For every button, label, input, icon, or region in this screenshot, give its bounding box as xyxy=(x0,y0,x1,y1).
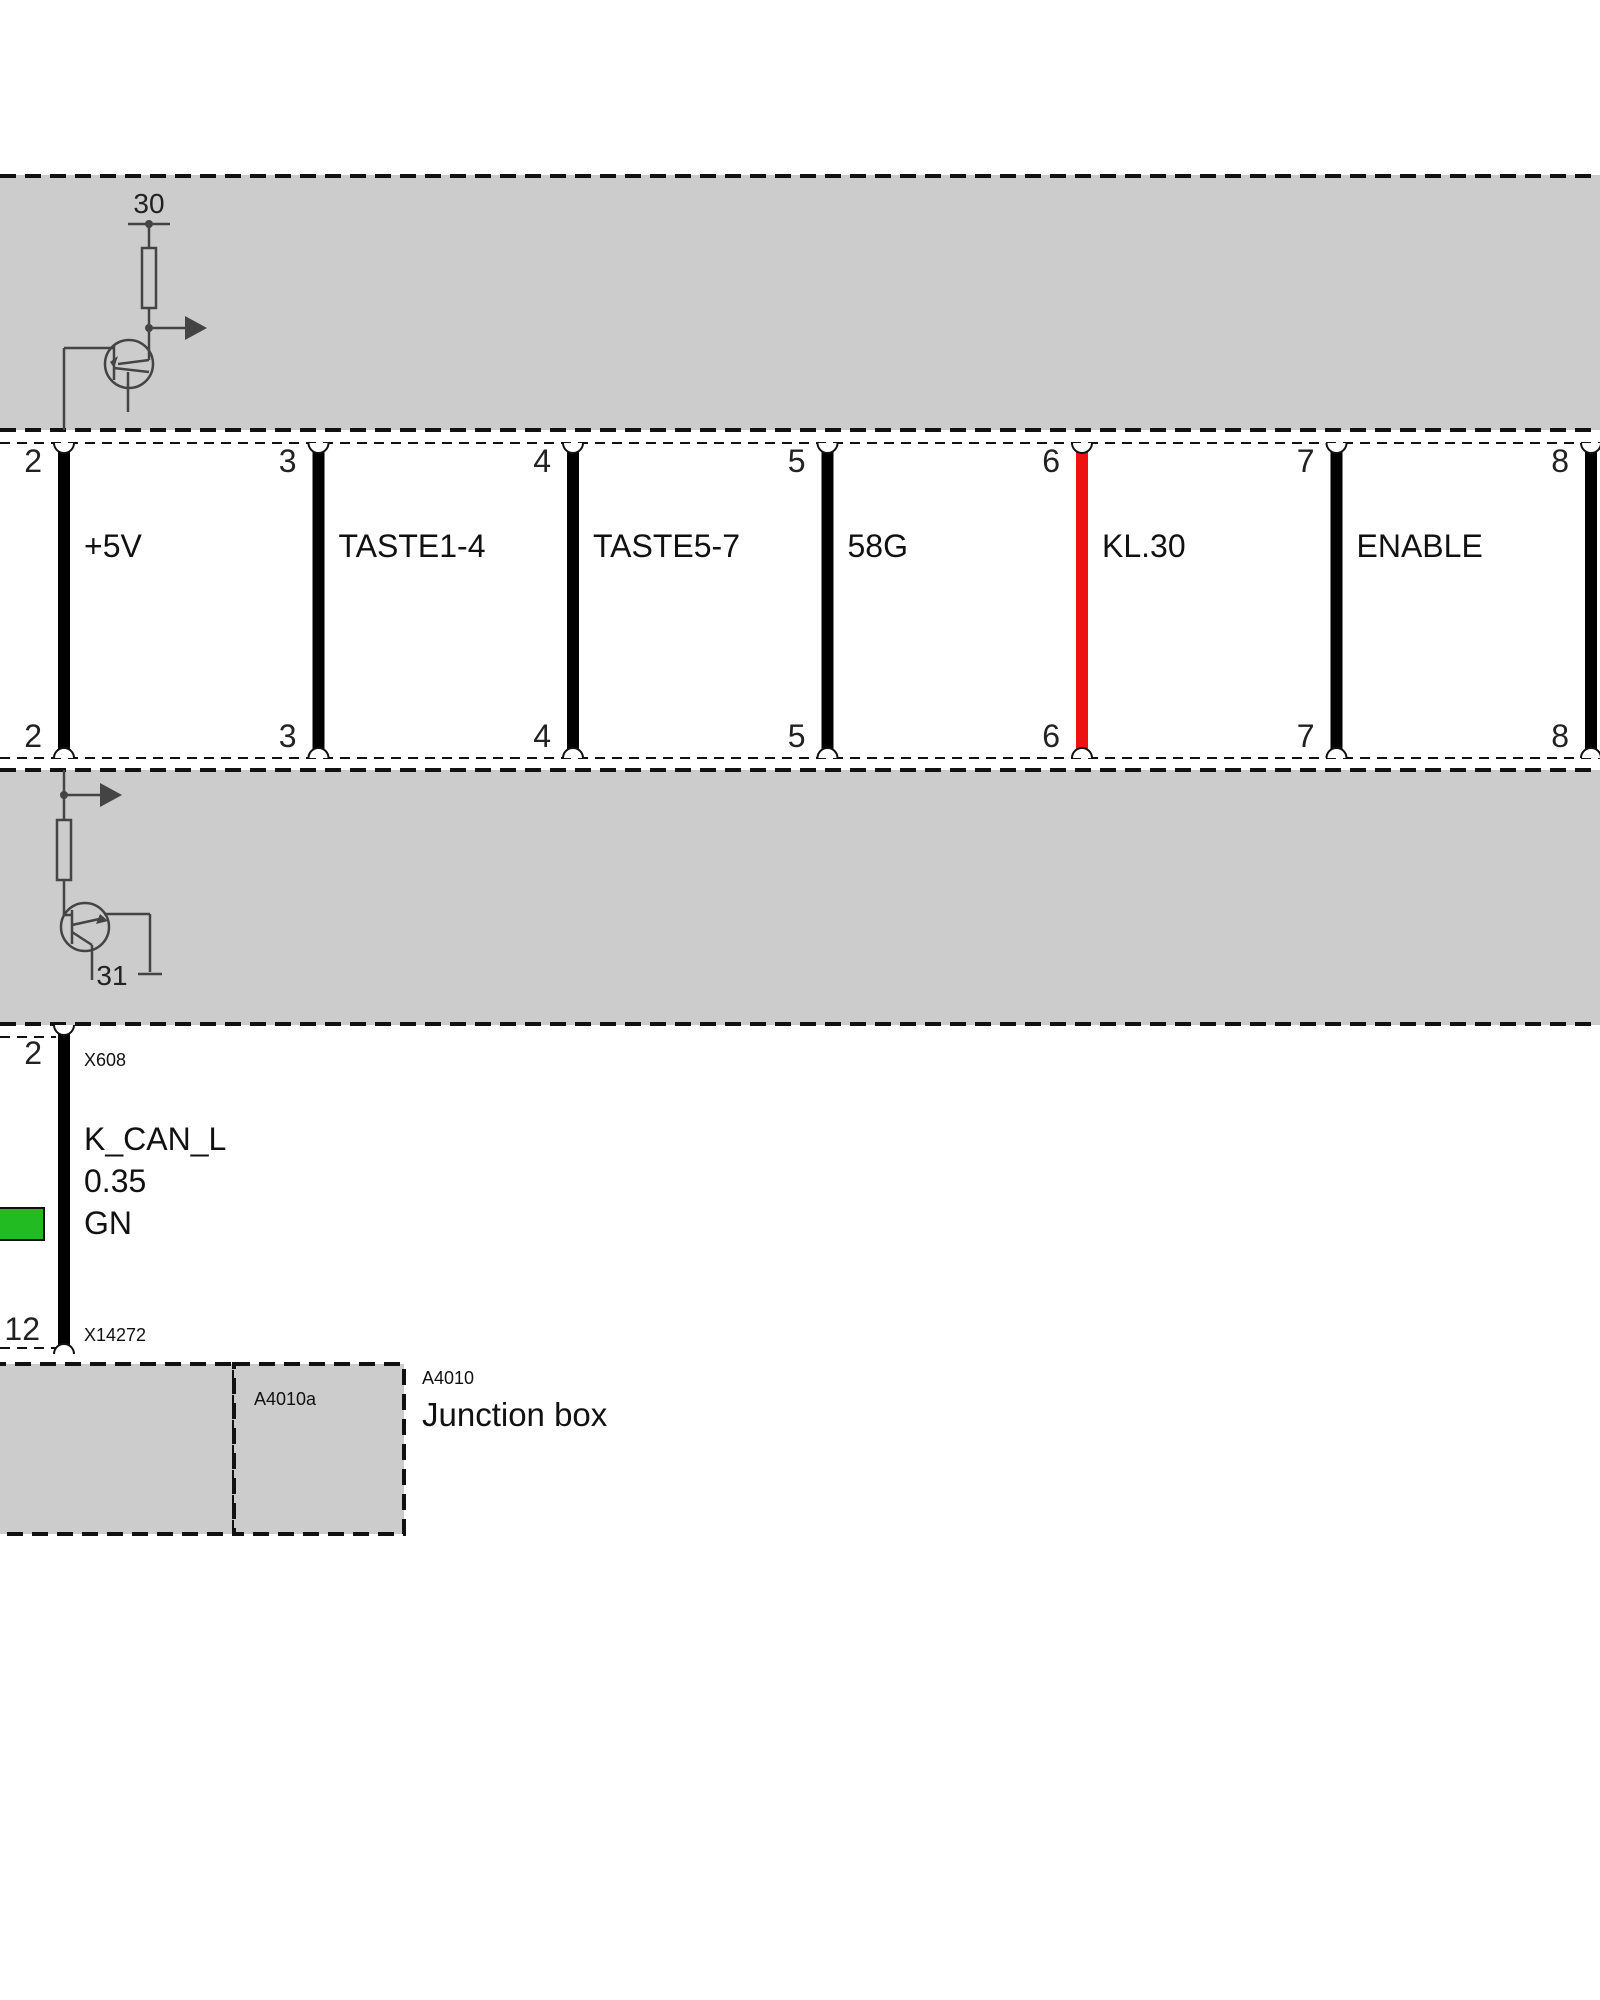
pin-notch xyxy=(1071,442,1093,454)
pin-notch xyxy=(1325,747,1348,759)
wire-pin-2 xyxy=(58,443,70,758)
junction-box-id: A4010 xyxy=(422,1368,474,1388)
top-pin-label: 4 xyxy=(533,443,551,479)
top-pin-label: 8 xyxy=(1551,443,1569,479)
top-pin-label: 7 xyxy=(1297,443,1315,479)
pin-notch xyxy=(53,747,75,759)
bottom-pin-label: 4 xyxy=(533,718,551,754)
wire-pin-6 xyxy=(1076,443,1088,758)
bottom-pin-label: 6 xyxy=(1042,718,1060,754)
signal-label: ENABLE xyxy=(1357,528,1483,564)
wire-color-badge xyxy=(0,1207,45,1241)
pin-notch xyxy=(53,442,75,454)
node-dot xyxy=(145,220,153,228)
bottom-pin-label: 5 xyxy=(788,718,806,754)
pin-notch xyxy=(816,747,839,759)
top-pin-label: 6 xyxy=(1042,443,1060,479)
wire-pin-8 xyxy=(1585,443,1597,758)
pin-notch xyxy=(53,1024,75,1036)
can-top-pin: 2 xyxy=(24,1035,42,1071)
junction-box-body xyxy=(0,1362,236,1536)
pin-notch xyxy=(562,442,584,454)
can-bottom-connector: X14272 xyxy=(84,1325,146,1345)
ground-label-31: 31 xyxy=(96,960,127,991)
bottom-module xyxy=(0,770,1600,1025)
signal-label: +5V xyxy=(84,528,142,564)
can-color-code: GN xyxy=(84,1205,132,1241)
can-top-connector: X608 xyxy=(84,1050,126,1070)
wire-pin-5 xyxy=(821,443,834,758)
bottom-pin-label: 8 xyxy=(1551,718,1569,754)
bottom-pin-label: 2 xyxy=(24,718,42,754)
pin-notch xyxy=(1325,442,1348,454)
signal-label: KL.30 xyxy=(1102,528,1186,564)
junction-box-sub-id: A4010a xyxy=(254,1389,317,1409)
pin-notch xyxy=(816,442,839,454)
transistor-icon xyxy=(59,901,111,953)
signal-label: TASTE1-4 xyxy=(339,528,486,564)
node-dot xyxy=(145,324,153,332)
bottom-pin-label: 7 xyxy=(1297,718,1315,754)
arrow-icon xyxy=(110,356,118,368)
node-dot xyxy=(60,791,68,799)
signal-label: 58G xyxy=(848,528,908,564)
can-cross-section: 0.35 xyxy=(84,1163,146,1199)
wire-pin-4 xyxy=(567,443,579,758)
pin-notch xyxy=(53,1343,75,1355)
pin-notch xyxy=(1071,747,1093,759)
top-driver-circuit xyxy=(62,222,185,430)
output-arrow-icon xyxy=(185,316,207,340)
pin-notch xyxy=(1580,442,1600,454)
top-pin-label: 5 xyxy=(788,443,806,479)
junction-box-name: Junction box xyxy=(422,1396,608,1433)
pin-notch xyxy=(1580,747,1600,759)
top-pin-label: 3 xyxy=(279,443,297,479)
signal-label: TASTE5-7 xyxy=(593,528,740,564)
can-signal: K_CAN_L xyxy=(84,1121,226,1157)
junction-box: A4010a A4010 Junction box xyxy=(0,1362,608,1536)
can-wire-group: 2 X608 K_CAN_L 0.35 GN 12 X14272 xyxy=(0,1024,226,1355)
wire-layer: 22+5V33TASTE1-444TASTE5-75558G66KL.3077E… xyxy=(24,442,1600,759)
pin-notch xyxy=(307,442,330,454)
top-module xyxy=(0,175,1600,430)
pin-notch xyxy=(562,747,584,759)
pin-notch xyxy=(307,747,330,759)
wire-pin-7 xyxy=(1330,443,1343,758)
output-arrow-icon xyxy=(100,783,122,807)
can-wire xyxy=(58,1030,70,1350)
can-bottom-pin: 12 xyxy=(4,1311,40,1347)
top-pin-label: 2 xyxy=(24,443,42,479)
wire-pin-3 xyxy=(312,443,325,758)
arrow-icon xyxy=(96,914,108,924)
supply-label-30: 30 xyxy=(133,188,164,219)
bottom-pin-label: 3 xyxy=(279,718,297,754)
junction-box-subunit xyxy=(232,1362,406,1536)
